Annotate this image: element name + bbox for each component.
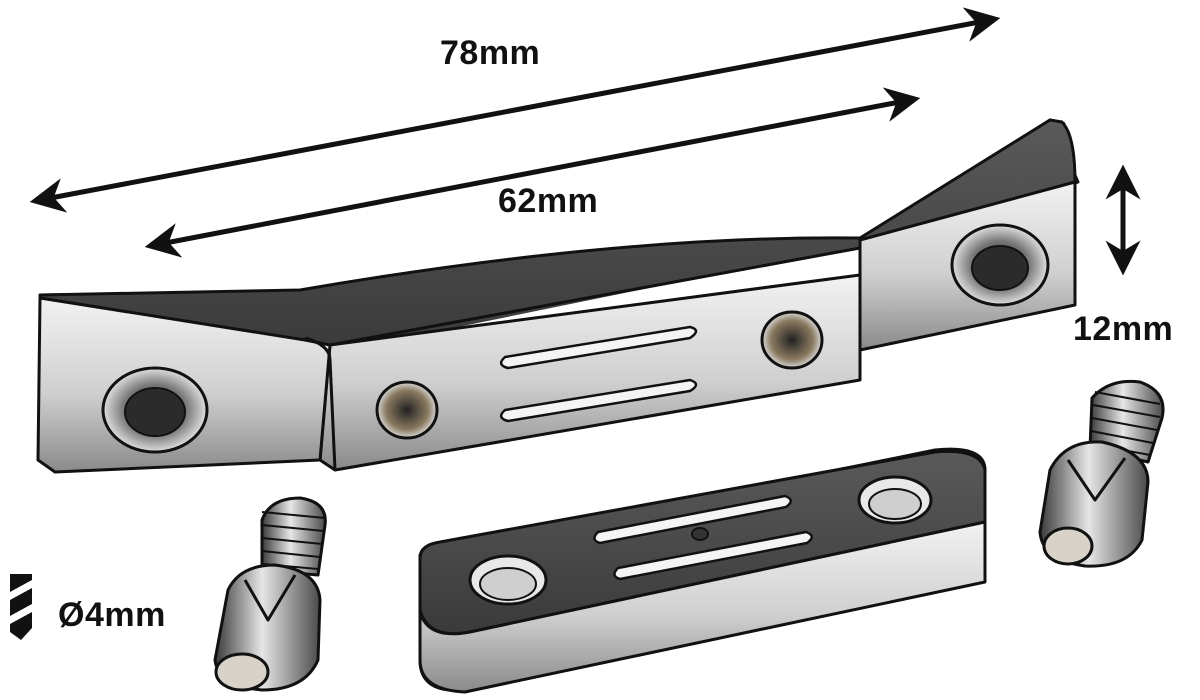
main-bracket (36, 118, 1080, 474)
dimension-arrow-62 (144, 87, 921, 258)
drill-bit-icon (10, 574, 32, 640)
bolt-right (1038, 379, 1165, 568)
mounting-plate (418, 447, 987, 694)
dimension-label-12: 12mm (1073, 310, 1174, 348)
dimension-label-62: 62mm (498, 182, 599, 220)
dimension-label-bolt-diameter: Ø4mm (58, 596, 166, 634)
dimension-label-78: 78mm (440, 34, 541, 72)
bolt-left (213, 496, 327, 692)
